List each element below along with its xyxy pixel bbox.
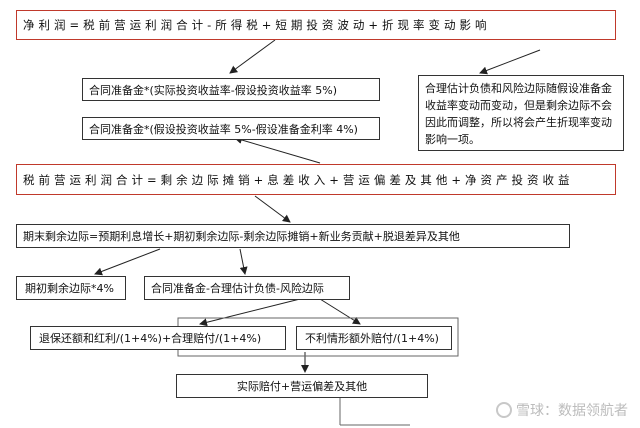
reserve-assumed-rate-box: 合同准备金*(假设投资收益率 5%-假设准备金利率 4%) (82, 117, 380, 140)
snowball-logo-icon (496, 402, 512, 418)
opening-margin-box: 期初剩余边际*4% (16, 276, 126, 300)
pretax-operating-profit-box: 税前营运利润合计=剩余边际摊销+息差收入+营运偏差及其他+净资产投资收益 (16, 164, 616, 195)
discount-rate-note-box: 合理估计负债和风险边际随假设准备金收益率变动而变动，但是剩余边际不会因此而调整，… (418, 75, 624, 151)
net-profit-box: 净利润=税前营运利润合计-所得税+短期投资波动+折现率变动影响 (16, 10, 616, 40)
reserve-actual-rate-box: 合同准备金*(实际投资收益率-假设投资收益率 5%) (82, 78, 380, 101)
surrender-dividend-box: 退保还额和红利/(1+4%)+合理赔付/(1+4%) (30, 326, 286, 350)
watermark-text: 雪球：数据领航者 (516, 403, 628, 419)
watermark: 雪球：数据领航者 (496, 400, 628, 420)
adverse-claims-box: 不利情形额外赔付/(1+4%) (296, 326, 452, 350)
ending-margin-box: 期末剩余边际=预期利息增长+期初剩余边际-剩余边际摊销+新业务贡献+脱退差异及其… (16, 224, 570, 248)
actual-claims-box: 实际赔付+营运偏差及其他 (176, 374, 428, 398)
reserve-minus-box: 合同准备金-合理估计负债-风险边际 (144, 276, 350, 300)
